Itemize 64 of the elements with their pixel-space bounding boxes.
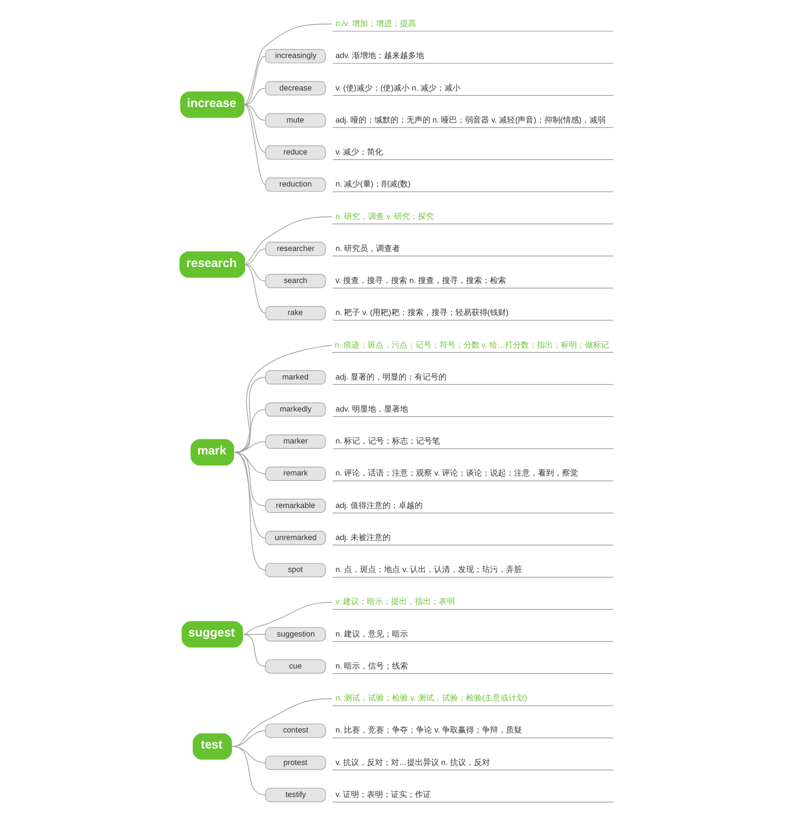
node-label: n. 标记，记号；标志；记号笔 bbox=[334, 436, 440, 446]
node-text: n. 研究，调查 v. 研究；探究 bbox=[334, 212, 434, 221]
node-text: n. 测试，试验；检验 v. 测试，试验；检验(主意或计划) bbox=[334, 694, 527, 703]
connector bbox=[244, 104, 266, 121]
node-label: adv. 明显地，显著地 bbox=[334, 404, 408, 414]
node-label: n. 比赛，竞赛；争夺；争论 v. 争取赢得；争辩，质疑 bbox=[334, 726, 522, 735]
node-label: v. 证明；表明；证实；作证 bbox=[334, 790, 431, 799]
node-box: marked bbox=[264, 370, 326, 385]
node-label: adj. 值得注意的；卓越的 bbox=[334, 500, 422, 510]
node-box: rake bbox=[264, 306, 326, 320]
node-box: contest bbox=[264, 724, 326, 738]
node-box: protest bbox=[264, 756, 326, 770]
node-box: research bbox=[179, 251, 245, 278]
node-box: decrease bbox=[264, 81, 326, 96]
node-box: increase bbox=[180, 92, 244, 118]
node-box: remarkable bbox=[264, 498, 326, 513]
node-box: testify bbox=[264, 788, 326, 802]
connector bbox=[244, 216, 332, 265]
node-label: adj. 哑的；缄默的；无声的 n. 哑巴；弱音器 v. 减轻(声音)；抑制(情感)，减弱 bbox=[334, 115, 606, 124]
node-box: suggest bbox=[181, 621, 243, 648]
node-label: v. 抗议，反对；对…提出异议 n. 抗议，反对 bbox=[334, 758, 490, 767]
connector bbox=[244, 56, 266, 106]
node-box: reduction bbox=[264, 178, 326, 192]
node-box: increasingly bbox=[264, 49, 326, 64]
node-box: mute bbox=[264, 113, 326, 128]
node-text: v. 建议；暗示；提出，指出；表明 bbox=[334, 597, 455, 606]
node-box: researcher bbox=[264, 242, 326, 256]
connector bbox=[244, 104, 266, 153]
node-text: n./v. 增加；增进；提高 bbox=[334, 19, 416, 28]
node-box: remark bbox=[264, 466, 326, 481]
node-box: marker bbox=[264, 434, 326, 449]
node-label: n. 研究员，调查者 bbox=[334, 244, 400, 253]
node-box: spot bbox=[264, 562, 326, 578]
connector bbox=[244, 248, 266, 265]
connector bbox=[234, 452, 266, 538]
node-label: v. 搜查，搜寻，搜索 n. 搜查，搜寻，搜索；检索 bbox=[334, 276, 506, 286]
node-box: reduce bbox=[264, 145, 326, 160]
connector bbox=[234, 452, 266, 570]
connector bbox=[242, 634, 266, 667]
node-box: test bbox=[192, 733, 232, 760]
node-label: n. 暗示，信号；线索 bbox=[334, 661, 408, 670]
node-label: n. 点，斑点；地点 v. 认出，认清，发现；玷污，弄脏 bbox=[334, 565, 522, 574]
node-box: unremarked bbox=[264, 530, 326, 546]
connector bbox=[244, 104, 266, 185]
node-label: adj. 显著的，明显的；有记号的 bbox=[334, 372, 446, 382]
node-label: n. 建议，意见；暗示 bbox=[334, 629, 408, 638]
node-label: n. 耙子 v. (用耙)耙；搜索，搜寻；轻易获得(钱财) bbox=[334, 308, 508, 318]
node-label: adj. 未被注意的 bbox=[334, 532, 390, 542]
connector bbox=[231, 746, 266, 796]
node-box: cue bbox=[264, 659, 326, 674]
node-label: n. 评论，话语；注意；观察 v. 评论；谈论；说起；注意，看到，察觉 bbox=[334, 468, 578, 478]
connector bbox=[244, 24, 332, 106]
connector bbox=[242, 602, 332, 635]
node-text: n. 痕迹；斑点，污点；记号；符号；分数 v. 给…打分数；指出；标明；做标记 bbox=[334, 340, 609, 350]
node-label: v. 减少；简化 bbox=[334, 148, 383, 157]
node-box: mark bbox=[190, 439, 234, 466]
node-label: adv. 渐增地；越来越多地 bbox=[334, 51, 424, 60]
node-box: markedly bbox=[264, 402, 326, 417]
node-label: v. (使)减少；(使)减小 n. 减少；减小 bbox=[334, 83, 460, 92]
node-label: n. 减少(量)；削减(数) bbox=[334, 180, 410, 189]
node-box: suggestion bbox=[264, 627, 326, 642]
connector bbox=[244, 88, 266, 106]
node-box: search bbox=[264, 274, 326, 288]
connector bbox=[244, 264, 266, 314]
